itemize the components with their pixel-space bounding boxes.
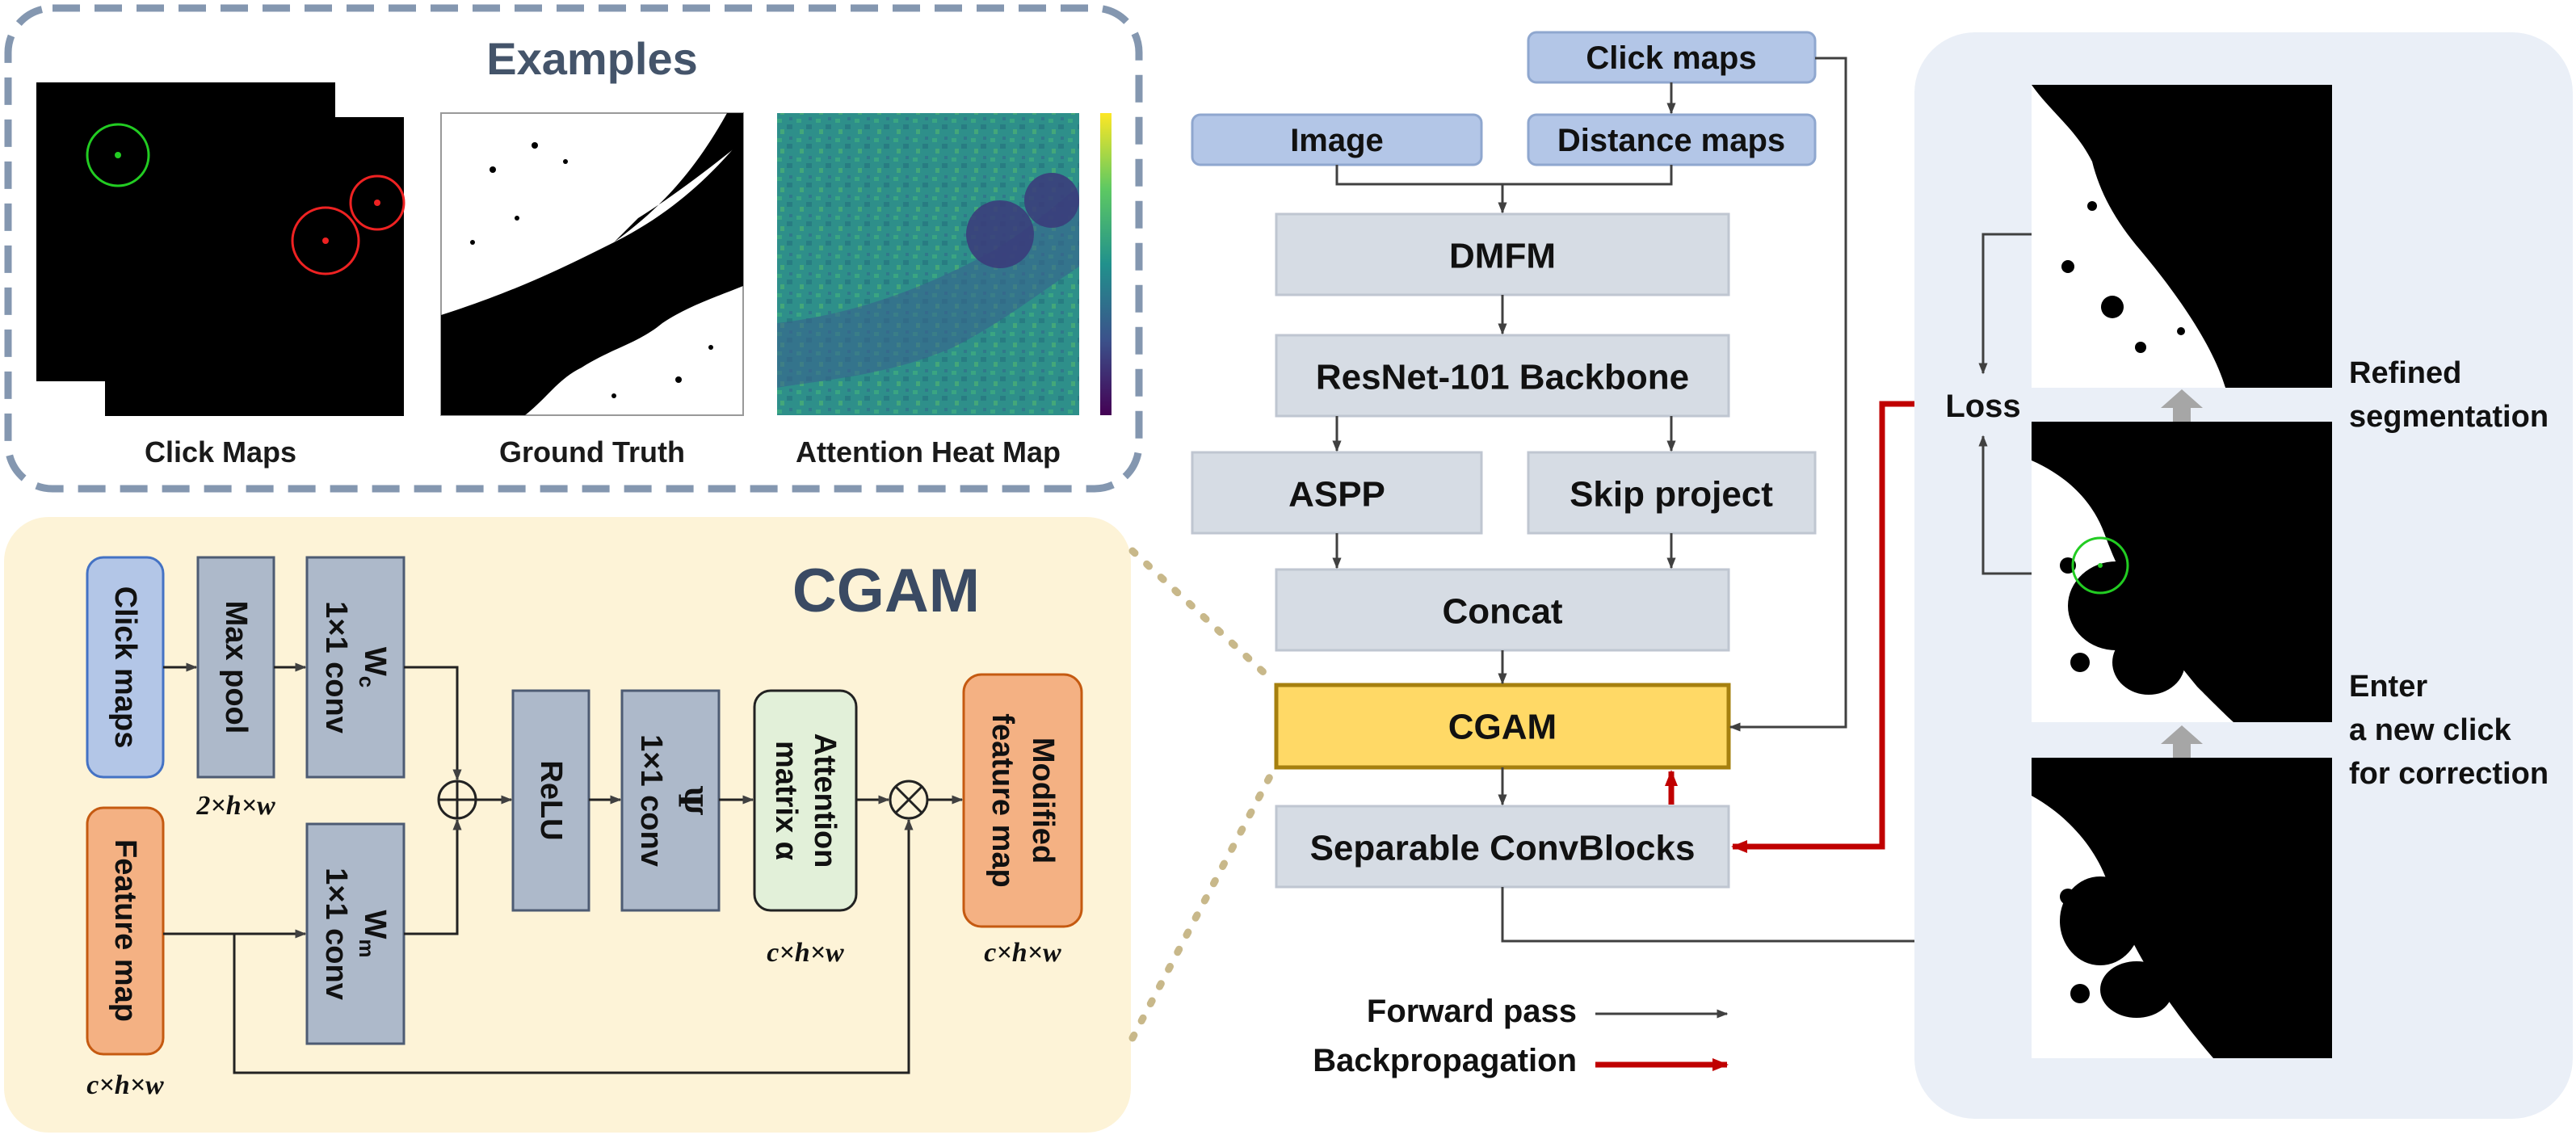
svg-text:Feature map: Feature map — [108, 839, 142, 1022]
colorbar — [1100, 113, 1112, 415]
pipeline-forward-arrows — [1332, 57, 2029, 946]
svg-text:feature map: feature map — [985, 713, 1019, 887]
examples-title: Examples — [486, 33, 698, 84]
pipeline-concat: Concat — [1275, 568, 1730, 652]
wm-conv-block: Wm 1×1 conv — [305, 822, 406, 1045]
svg-text:matrix α: matrix α — [769, 741, 803, 860]
cgam-panel-title: CGAM — [792, 557, 980, 625]
svg-text:Max pool: Max pool — [219, 601, 253, 734]
cgam-click-maps-block: Click maps — [86, 556, 165, 779]
svg-text:1×1 conv: 1×1 conv — [634, 734, 668, 867]
attention-heat-map-caption: Attention Heat Map — [796, 435, 1061, 469]
refined-label-2: segmentation — [2349, 400, 2549, 434]
pipeline-click-maps: Click maps — [1527, 31, 1817, 84]
zoom-line-top — [1128, 547, 1279, 687]
pipeline-cgam: CGAM — [1274, 683, 1731, 770]
svg-text:Separable ConvBlocks: Separable ConvBlocks — [1310, 829, 1696, 868]
initial-segmentation-image — [2032, 758, 2332, 1058]
legend: Forward pass Backpropagation — [1313, 994, 1729, 1078]
pipeline-separable-convblocks: Separable ConvBlocks — [1275, 805, 1730, 889]
cgam-feature-map-block: Feature map — [86, 806, 165, 1056]
svg-text:Modified: Modified — [1026, 738, 1060, 864]
svg-text:Distance maps: Distance maps — [1557, 123, 1785, 158]
attention-heat-map-image — [777, 113, 1112, 415]
svg-text:ASPP: ASPP — [1288, 475, 1385, 515]
modified-dims: c×h×w — [984, 938, 1061, 968]
svg-text:Click maps: Click maps — [108, 586, 142, 749]
max-pool-block: Max pool — [196, 556, 275, 779]
svg-text:ResNet-101 Backbone: ResNet-101 Backbone — [1316, 358, 1689, 397]
svg-text:Wm: Wm — [355, 910, 392, 958]
svg-text:1×1 conv: 1×1 conv — [319, 601, 353, 733]
svg-text:Ψ: Ψ — [671, 786, 709, 816]
pipeline-distance-maps: Distance maps — [1527, 113, 1817, 166]
attention-matrix-block: Attention matrix α — [753, 689, 858, 912]
pipeline-image: Image — [1191, 113, 1483, 166]
enter-label-2: a new click — [2349, 713, 2512, 747]
click-maps-image — [36, 82, 406, 416]
click-maps-caption: Click Maps — [145, 435, 296, 469]
refined-segmentation-image — [2032, 85, 2332, 388]
enter-label-3: for correction — [2349, 757, 2549, 791]
zoom-line-bottom — [1128, 763, 1279, 1042]
relu-block: ReLU — [511, 689, 590, 912]
cgam-arrows — [163, 662, 964, 1074]
svg-text:Image: Image — [1290, 123, 1384, 158]
modified-feature-map-block: Modified feature map — [962, 673, 1083, 928]
pipeline-backbone: ResNet-101 Backbone — [1275, 334, 1730, 418]
wc-conv-block: Wc 1×1 conv — [305, 556, 406, 779]
attention-dims: c×h×w — [767, 938, 844, 968]
legend-forward-label: Forward pass — [1367, 994, 1577, 1029]
refined-label-1: Refined — [2349, 356, 2461, 390]
svg-text:Wc: Wc — [355, 647, 392, 687]
maxpool-dims: 2×h×w — [195, 791, 275, 821]
pipeline-aspp: ASPP — [1191, 451, 1483, 535]
enter-label-1: Enter — [2349, 670, 2427, 704]
svg-text:DMFM: DMFM — [1449, 237, 1556, 276]
psi-conv-block: Ψ 1×1 conv — [620, 689, 721, 912]
progression-arrows — [2161, 389, 2203, 758]
loss-connectors — [1978, 233, 2032, 575]
pipeline-dmfm: DMFM — [1275, 212, 1730, 296]
corrected-segmentation-image — [2032, 422, 2332, 722]
multiply-operator-b — [894, 785, 923, 814]
svg-text:CGAM: CGAM — [1448, 708, 1557, 747]
svg-text:ReLU: ReLU — [534, 760, 568, 840]
svg-text:Attention: Attention — [808, 733, 842, 868]
ground-truth-image — [440, 112, 744, 416]
svg-text:Click maps: Click maps — [1586, 40, 1756, 76]
loss-label: Loss — [1945, 389, 2020, 424]
pipeline-skip-project: Skip project — [1527, 451, 1817, 535]
legend-backprop-label: Backpropagation — [1313, 1043, 1577, 1078]
svg-text:Skip project: Skip project — [1570, 475, 1773, 515]
feature-dims: c×h×w — [86, 1070, 164, 1100]
svg-text:1×1 conv: 1×1 conv — [319, 868, 353, 1000]
ground-truth-caption: Ground Truth — [499, 435, 685, 469]
pipeline-backprop-arrows — [1665, 401, 1927, 853]
svg-text:Concat: Concat — [1442, 592, 1562, 632]
